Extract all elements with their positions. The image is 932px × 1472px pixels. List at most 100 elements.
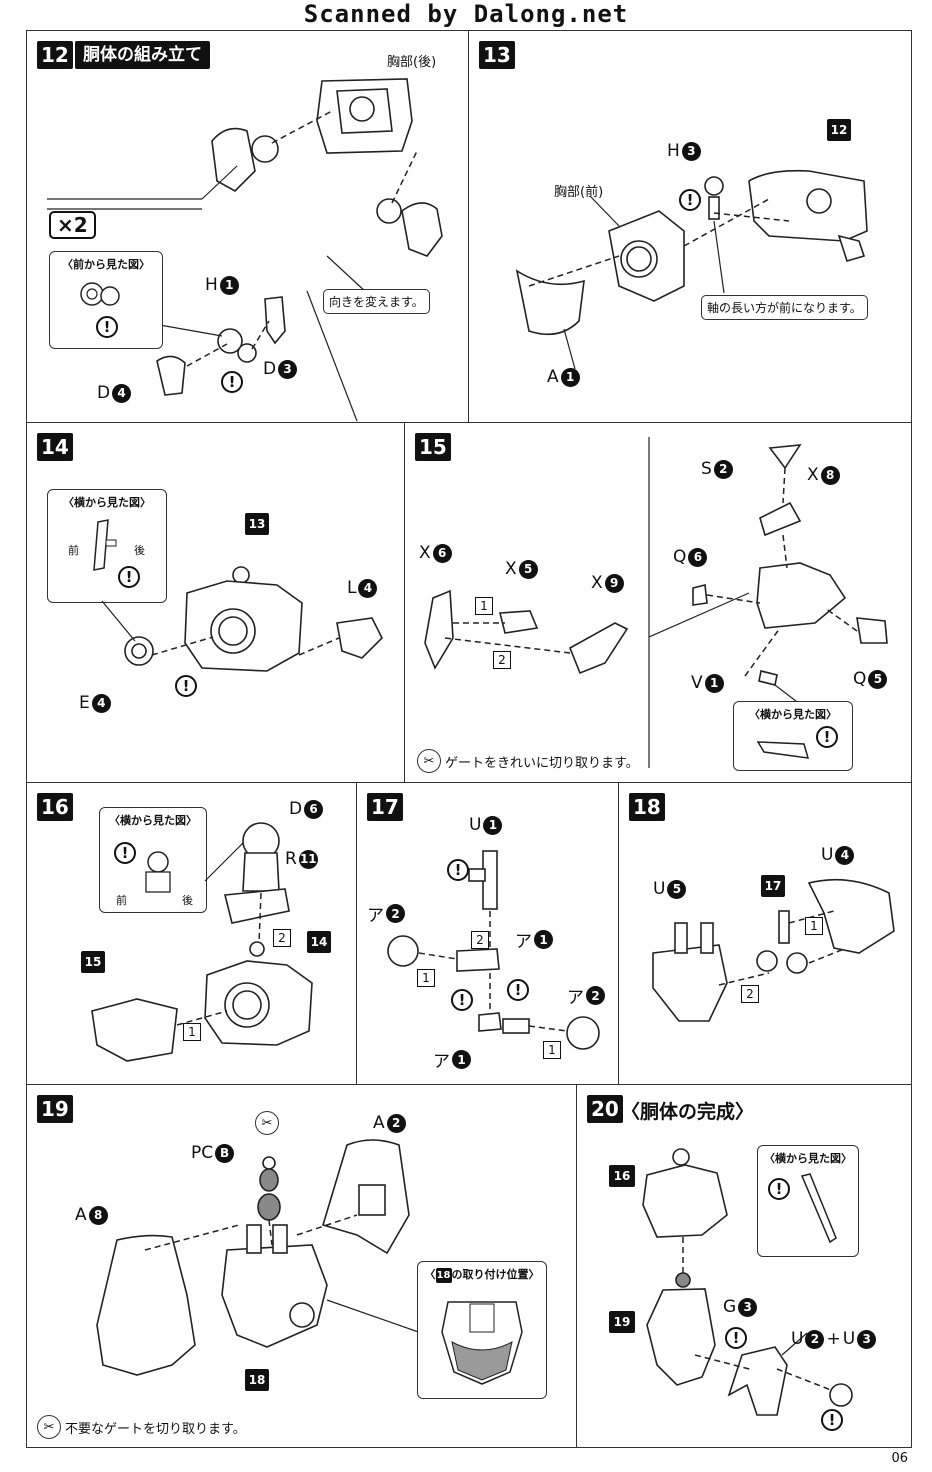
part-letter: U (842, 1329, 856, 1349)
side-view-drawing (800, 1173, 837, 1244)
part-letter: E (79, 693, 90, 713)
ref-step-17: 17 (761, 875, 785, 897)
caution-icon: ! (175, 675, 197, 697)
orientation-callout: 向きを変えます。 (323, 289, 430, 314)
part-number: 4 (358, 578, 378, 598)
step-number: 17 (367, 793, 403, 821)
part-number: 11 (298, 849, 318, 869)
order-step-1: 1 (805, 917, 823, 935)
ref-step-19: 19 (609, 1311, 635, 1333)
part-letter: Q (853, 669, 867, 689)
part-number: 3 (738, 1297, 758, 1317)
view-title: 〈横から見た図〉 (109, 814, 197, 827)
step-number: 13 (479, 41, 515, 69)
step-number: 12 (37, 41, 73, 69)
nipper-icon: ✂ (37, 1415, 61, 1439)
side-view-drawing (756, 741, 810, 759)
ref-step-16: 16 (609, 1165, 635, 1187)
step-12-panel: 12 胴体の組み立て (26, 30, 470, 424)
part-number: 1 (704, 673, 724, 693)
step-13-illustration (515, 169, 868, 370)
part-letter: R (285, 849, 297, 869)
step-20-illustration (642, 1148, 853, 1416)
side-view-inset: 〈横から見た図〉 ! (757, 1145, 859, 1257)
part-letter: PC (191, 1143, 214, 1163)
part-number: 1 (560, 367, 580, 387)
ref-step-12: 12 (827, 119, 851, 141)
order-step-1: 1 (183, 1023, 201, 1041)
step-number: 14 (37, 433, 73, 461)
step-title: 胴体の組み立て (75, 41, 210, 69)
part-letter: A (75, 1205, 87, 1225)
step-number: 15 (415, 433, 451, 461)
part-letter: X (807, 465, 819, 485)
inset-title: 〈18の取り付け位置〉 (418, 1266, 546, 1283)
title-text: の取り付け位置〉 (451, 1268, 540, 1281)
order-step-2: 2 (493, 651, 511, 669)
step-number: 18 (629, 793, 665, 821)
step-16-illustration (91, 822, 313, 1062)
part-number: 9 (604, 573, 624, 593)
part-number: 1 (452, 1050, 471, 1069)
note-text: ゲートをきれいに切り取ります。 (445, 755, 639, 771)
front-label: 前 (116, 894, 127, 907)
step-17-illustration (387, 850, 600, 1050)
part-number: 6 (304, 799, 324, 819)
axis-callout: 軸の長い方が前になります。 (701, 295, 868, 320)
ref-step-13: 13 (245, 513, 269, 535)
ref-step-15: 15 (81, 951, 105, 973)
part-number: 4 (835, 845, 855, 865)
part-number: 4 (91, 693, 111, 713)
caution-icon: ! (821, 1409, 843, 1431)
back-label: 後 (182, 894, 193, 907)
step-number: 19 (37, 1095, 73, 1123)
part-number: 2 (805, 1329, 825, 1349)
step-19-illustration (96, 1139, 428, 1376)
caution-icon: ! (96, 316, 118, 338)
caution-icon: ! (816, 726, 838, 748)
front-label: 前 (68, 544, 79, 557)
part-letter: A (373, 1113, 385, 1133)
part-letter: U (469, 815, 482, 835)
order-step-2: 2 (741, 985, 759, 1003)
part-number: 5 (868, 669, 888, 689)
nipper-icon: ✂ (255, 1111, 279, 1135)
side-view-inset: 〈横から見た図〉 ! 前 後 (99, 807, 207, 913)
caution-icon: ! (114, 842, 136, 864)
part-number: 6 (432, 543, 452, 563)
part-number: 6 (688, 547, 708, 567)
part-number: 2 (586, 986, 605, 1005)
part-letter: ア (515, 932, 532, 952)
step-18-illustration (652, 878, 895, 1022)
side-view-inset: 〈横から見た図〉 前 後 ! (47, 489, 167, 603)
part-letter: U (791, 1329, 804, 1349)
part-letter: ア (567, 988, 584, 1008)
caution-icon: ! (679, 189, 701, 211)
order-step-1: 1 (417, 969, 435, 987)
install-position-drawing (441, 1301, 523, 1385)
caution-icon: ! (507, 979, 529, 1001)
part-number: 1 (483, 815, 503, 835)
chest-front-label: 胸部(前) (554, 185, 604, 200)
front-view-inset: 〈前から見た図〉 ! (49, 251, 163, 349)
part-number: 4 (112, 383, 132, 403)
